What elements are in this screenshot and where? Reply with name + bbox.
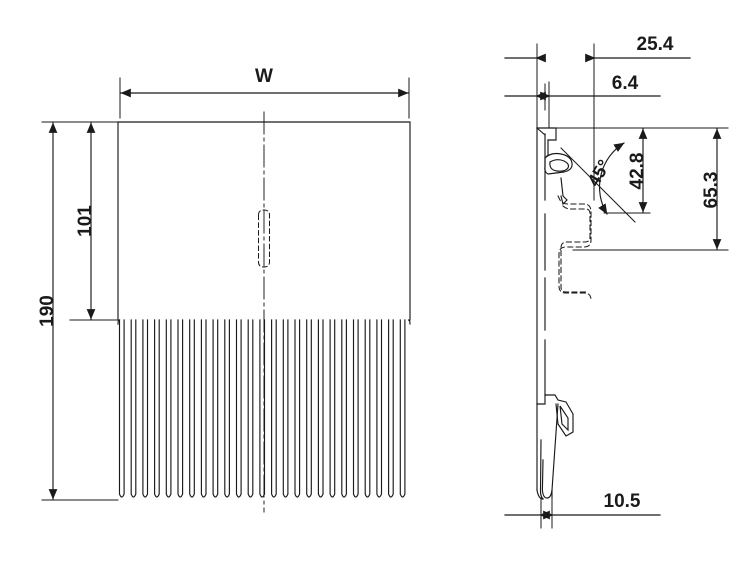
profile-fin-tail-left — [539, 439, 544, 500]
side-view-dimensions — [504, 43, 729, 529]
fin-tooth — [118, 319, 125, 498]
dim-label-6-4: 6.4 — [612, 73, 639, 94]
fin-tooth — [388, 319, 394, 498]
fin-tooth — [154, 319, 160, 498]
fin-tooth — [306, 319, 312, 498]
dim-label-45-deg: 45° — [583, 156, 614, 190]
fin-tooth — [130, 319, 137, 498]
fin-root-fillets — [117, 319, 411, 325]
fin-tooth — [177, 319, 184, 498]
plate-body-outline — [117, 121, 411, 321]
profile-neck — [560, 177, 568, 206]
dim-label-25-4: 25.4 — [637, 34, 674, 55]
fin-tooth — [282, 319, 289, 498]
angle-arc-45 — [598, 142, 625, 215]
fin-tooth — [271, 319, 277, 498]
side-view-geometry — [536, 127, 592, 500]
fin-tooth — [200, 319, 207, 498]
profile-lower-barb — [544, 394, 574, 437]
fin-tooth — [224, 319, 230, 498]
profile-boss-inner — [549, 159, 570, 172]
fin-tooth — [165, 319, 172, 498]
profile-top-lip — [536, 127, 557, 141]
dim-label-101: 101 — [75, 205, 96, 237]
profile-back-wall — [536, 127, 546, 491]
dim-label-w: W — [255, 66, 273, 87]
fin-tooth — [352, 319, 359, 498]
dim-label-190: 190 — [37, 295, 58, 327]
front-view-geometry — [117, 111, 411, 513]
fin-tooth — [142, 319, 149, 498]
fin-tooth — [364, 319, 371, 498]
profile-boss — [544, 152, 573, 175]
dim-label-42-8: 42.8 — [627, 153, 648, 190]
hidden-hook-profile — [557, 195, 592, 301]
profile-lower-barb-inner — [559, 405, 569, 432]
profile-base-step — [536, 394, 546, 405]
front-view-dimensions — [41, 77, 410, 501]
fin-array — [118, 319, 406, 498]
fin-tooth — [317, 319, 324, 498]
fin-tooth — [247, 319, 254, 498]
hidden-hook-profile-inner — [560, 205, 591, 293]
fin-tooth — [235, 319, 242, 498]
profile-fin-tail — [541, 403, 559, 499]
fin-tooth — [399, 319, 406, 498]
fin-tooth — [259, 319, 266, 498]
dim-label-65-3: 65.3 — [701, 172, 722, 209]
fin-tooth — [189, 319, 195, 498]
fin-tooth — [294, 319, 301, 498]
fin-tooth — [329, 319, 336, 498]
dimension-labels: W 101 190 25.4 6.4 45° 42.8 65.3 10.5 — [37, 34, 722, 512]
fin-tooth — [376, 319, 383, 498]
fin-tooth — [341, 319, 347, 498]
dim-label-10-5: 10.5 — [604, 491, 641, 512]
fin-tooth — [212, 319, 219, 498]
hidden-slot — [258, 209, 270, 268]
